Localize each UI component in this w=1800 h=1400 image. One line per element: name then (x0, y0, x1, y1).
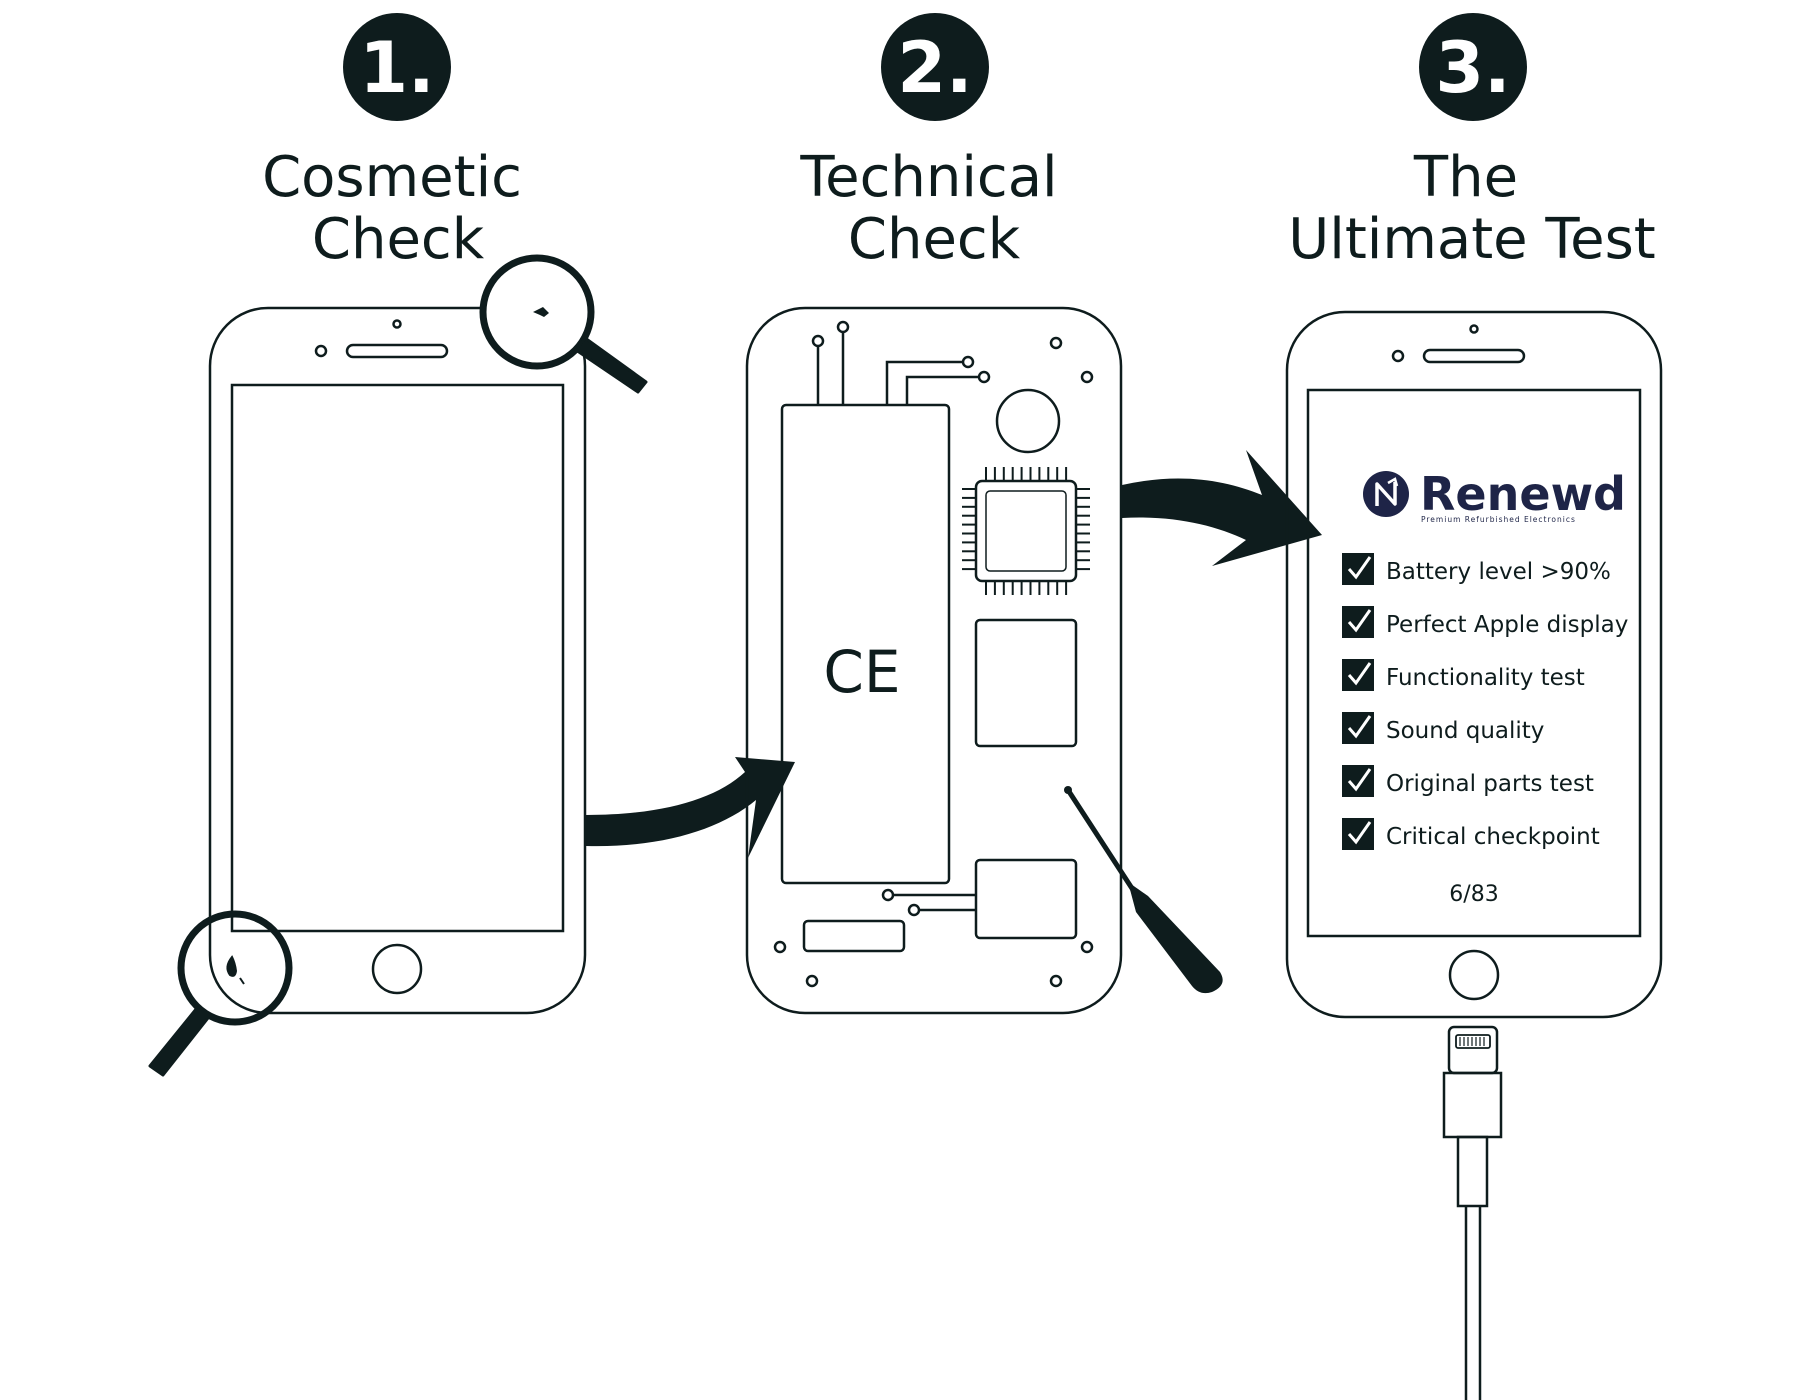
screwdriver-icon (1064, 786, 1223, 994)
phone-3-front (1285, 310, 1663, 1019)
checklist-label: Sound quality (1386, 718, 1544, 744)
brand-name: Renewd (1420, 467, 1626, 521)
step-3-title-line2: Ultimate Test (1288, 207, 1655, 272)
checklist-item: Perfect Apple display (1342, 606, 1628, 638)
checklist-label: Functionality test (1386, 665, 1585, 691)
step-3-number: 3. (1435, 27, 1510, 109)
magnifier-icon (148, 910, 293, 1077)
phone-3-home-button (1448, 949, 1500, 1001)
renewd-logo-icon (1363, 471, 1409, 517)
phone-3-sensor (1469, 324, 1479, 334)
camera-module (995, 388, 1061, 454)
battery-block (780, 403, 951, 885)
step-1-title-line1: Cosmetic (262, 145, 522, 210)
step-1-number: 1. (359, 27, 434, 109)
connector-block (802, 919, 906, 953)
checklist-item: Original parts test (1342, 765, 1594, 797)
chip-icon (962, 467, 1090, 595)
arrow-icon (586, 757, 795, 858)
checklist-item: Functionality test (1342, 659, 1585, 691)
step-3-title-line1: The (1413, 145, 1518, 210)
phone-3-screen (1306, 388, 1642, 938)
phone-1-screen (230, 383, 565, 933)
phone-2-internals (745, 306, 1123, 1015)
step-3-header: 3. The Ultimate Test (1288, 13, 1656, 272)
component-block (974, 618, 1078, 748)
ce-mark: CE (823, 638, 900, 706)
magnifier-icon (479, 254, 648, 394)
checklist-label: Perfect Apple display (1386, 612, 1628, 638)
phone-1-speaker (345, 343, 449, 359)
checklist-label: Critical checkpoint (1386, 824, 1600, 850)
step-1-badge (343, 13, 451, 121)
checklist-label: Original parts test (1386, 771, 1594, 797)
phone-1-home-button (371, 943, 423, 995)
test-checklist: Battery level >90% Perfect Apple display… (1342, 553, 1628, 850)
test-counter: 6/83 (1449, 882, 1498, 907)
phone-2-body (745, 306, 1123, 1015)
scratch-mark (533, 307, 549, 317)
step-2-header: 2. Technical Check (799, 13, 1058, 272)
checklist-item: Critical checkpoint (1342, 818, 1600, 850)
checklist-label: Battery level >90% (1386, 559, 1611, 585)
step-3-badge (1419, 13, 1527, 121)
scratch-mark (226, 955, 245, 985)
brand-tagline: Premium Refurbished Electronics (1421, 515, 1576, 524)
checklist-item: Sound quality (1342, 712, 1544, 744)
step-2-number: 2. (897, 27, 972, 109)
phone-1-sensor (392, 319, 402, 329)
step-2-badge (881, 13, 989, 121)
component-block (974, 858, 1078, 940)
phone-3-camera (1391, 349, 1405, 363)
step-1-title-line2: Check (312, 207, 485, 272)
lightning-cable-icon (1442, 1025, 1503, 1400)
arrow-icon (1122, 450, 1322, 566)
phone-1-front (208, 306, 587, 1015)
phone-3-body (1285, 310, 1663, 1019)
phone-1-body (208, 306, 587, 1015)
phone-3-speaker (1422, 348, 1526, 364)
checklist-item: Battery level >90% (1342, 553, 1611, 585)
step-1-header: 1. Cosmetic Check (262, 13, 522, 272)
step-2-title-line2: Check (848, 207, 1021, 272)
step-2-title-line1: Technical (799, 145, 1057, 210)
renewd-logo: Renewd Premium Refurbished Electronics (1363, 467, 1626, 524)
phone-1-camera (314, 344, 328, 358)
